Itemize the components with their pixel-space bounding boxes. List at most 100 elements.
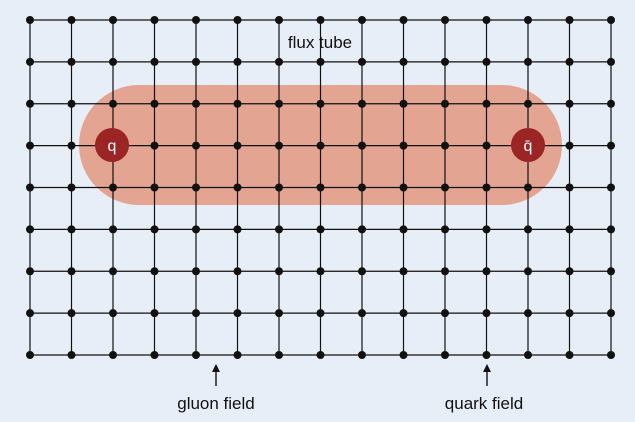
lattice-node bbox=[524, 57, 532, 66]
lattice-node bbox=[67, 309, 76, 318]
lattice-node bbox=[358, 309, 366, 318]
lattice-node bbox=[109, 57, 117, 66]
lattice-node bbox=[316, 351, 325, 359]
lattice-node bbox=[607, 57, 615, 66]
lattice-node bbox=[109, 225, 117, 234]
lattice-node bbox=[192, 309, 200, 318]
lattice-node bbox=[316, 16, 325, 24]
lattice-node bbox=[67, 57, 76, 66]
lattice-node bbox=[399, 351, 408, 359]
lattice-node bbox=[192, 57, 200, 66]
quark-field-label: quark field bbox=[445, 394, 523, 413]
lattice-node bbox=[233, 351, 242, 359]
lattice-node bbox=[524, 183, 532, 192]
lattice-node bbox=[192, 267, 200, 276]
lattice-node bbox=[26, 57, 34, 66]
lattice-node bbox=[441, 267, 449, 276]
lattice-node bbox=[150, 309, 159, 318]
lattice-node bbox=[275, 99, 283, 108]
lattice-node bbox=[524, 351, 532, 359]
lattice-node bbox=[233, 141, 242, 150]
lattice-node bbox=[358, 225, 366, 234]
lattice-node bbox=[358, 183, 366, 192]
lattice-node bbox=[524, 99, 532, 108]
lattice-node bbox=[192, 225, 200, 234]
lattice-node bbox=[565, 57, 574, 66]
lattice-node bbox=[233, 16, 242, 24]
lattice-node bbox=[482, 225, 491, 234]
lattice-node bbox=[399, 183, 408, 192]
lattice-node bbox=[109, 16, 117, 24]
lattice-node bbox=[316, 141, 325, 150]
lattice-node bbox=[26, 141, 34, 150]
lattice-node bbox=[150, 351, 159, 359]
lattice-node bbox=[565, 16, 574, 24]
lattice-node bbox=[192, 16, 200, 24]
lattice-node bbox=[358, 99, 366, 108]
quark-label: q bbox=[108, 138, 117, 155]
lattice-node bbox=[150, 267, 159, 276]
lattice-node bbox=[482, 309, 491, 318]
lattice-node bbox=[275, 225, 283, 234]
lattice-node bbox=[565, 183, 574, 192]
lattice-node bbox=[441, 351, 449, 359]
lattice-node bbox=[26, 183, 34, 192]
lattice-node bbox=[192, 183, 200, 192]
lattice-node bbox=[233, 267, 242, 276]
lattice-node bbox=[316, 183, 325, 192]
lattice-node bbox=[441, 141, 449, 150]
lattice-node bbox=[399, 57, 408, 66]
lattice-node bbox=[565, 309, 574, 318]
lattice-node bbox=[109, 267, 117, 276]
lattice-node bbox=[607, 309, 615, 318]
lattice-node bbox=[441, 309, 449, 318]
lattice-node bbox=[399, 16, 408, 24]
lattice-node bbox=[67, 351, 76, 359]
gluon-field-label: gluon field bbox=[177, 394, 255, 413]
lattice-node bbox=[67, 99, 76, 108]
lattice-node bbox=[109, 351, 117, 359]
lattice-node bbox=[275, 351, 283, 359]
lattice-node bbox=[399, 225, 408, 234]
lattice-node bbox=[316, 99, 325, 108]
lattice-node bbox=[441, 225, 449, 234]
lattice-node bbox=[482, 16, 491, 24]
lattice-node bbox=[67, 267, 76, 276]
lattice-node bbox=[399, 309, 408, 318]
antiquark-particle: q̄ bbox=[511, 128, 545, 162]
lattice-node bbox=[441, 183, 449, 192]
lattice-node bbox=[565, 351, 574, 359]
lattice-node bbox=[565, 99, 574, 108]
lattice-node bbox=[150, 183, 159, 192]
antiquark-label: q̄ bbox=[524, 138, 533, 155]
lattice-node bbox=[109, 99, 117, 108]
lattice-node bbox=[482, 99, 491, 108]
lattice-node bbox=[565, 267, 574, 276]
lattice-node bbox=[150, 141, 159, 150]
lattice-node bbox=[26, 267, 34, 276]
lattice-node bbox=[150, 99, 159, 108]
lattice-node bbox=[316, 309, 325, 318]
lattice-node bbox=[524, 267, 532, 276]
lattice-node bbox=[233, 225, 242, 234]
lattice-node bbox=[67, 141, 76, 150]
lattice-node bbox=[109, 309, 117, 318]
lattice-node bbox=[275, 183, 283, 192]
lattice-node bbox=[524, 309, 532, 318]
lattice-node bbox=[441, 57, 449, 66]
lattice-node bbox=[233, 99, 242, 108]
lattice-node bbox=[607, 267, 615, 276]
lattice-node bbox=[524, 16, 532, 24]
lattice-node bbox=[358, 267, 366, 276]
lattice-node bbox=[26, 16, 34, 24]
lattice-node bbox=[26, 309, 34, 318]
lattice-node bbox=[399, 267, 408, 276]
lattice-node bbox=[441, 16, 449, 24]
lattice-node bbox=[109, 183, 117, 192]
lattice-node bbox=[482, 141, 491, 150]
lattice-node bbox=[192, 99, 200, 108]
lattice-node bbox=[275, 309, 283, 318]
lattice-node bbox=[607, 16, 615, 24]
lattice-node bbox=[150, 57, 159, 66]
lattice-node bbox=[399, 99, 408, 108]
